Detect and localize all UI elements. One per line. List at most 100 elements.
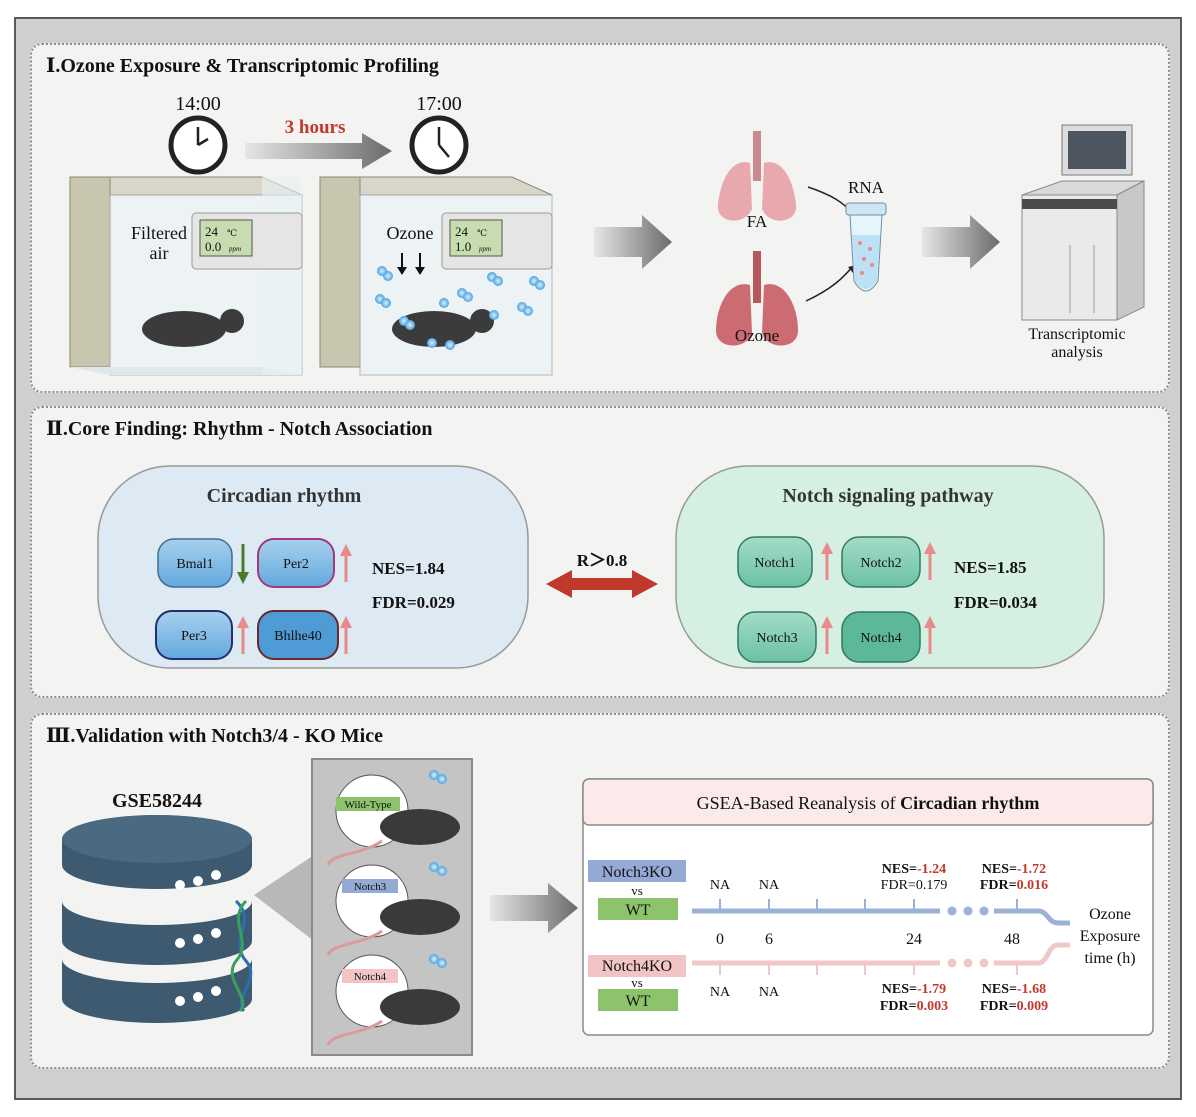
axis-label: Exposure — [1080, 928, 1140, 945]
nes-label: NES=-1.24 — [882, 862, 946, 877]
chamber1-conc-unit: ppm — [228, 245, 241, 253]
notch4ko-vs: vs — [631, 975, 643, 990]
gsea-title: GSEA-Based Reanalysis of Circadian rhyth… — [697, 793, 1040, 813]
rna-tube-icon — [845, 202, 887, 292]
sample-arrow — [807, 186, 853, 214]
time-end: 17:00 — [416, 93, 462, 115]
chamber2-temp: 24 — [455, 224, 469, 239]
correlation-arrow — [546, 570, 658, 598]
lung-ozone-icon — [716, 251, 798, 346]
notch4ko-label: Notch4KO — [602, 958, 672, 975]
notch4-timeline — [692, 942, 1070, 975]
nes-label: NES=-1.72 — [982, 862, 1046, 877]
clock-icon — [168, 115, 228, 175]
down-arrow-icon — [237, 544, 249, 584]
flow-arrow — [490, 883, 578, 933]
gene-label: Notch4 — [860, 631, 901, 646]
axis-label: time (h) — [1084, 950, 1135, 967]
time-arrow — [245, 133, 392, 169]
wt-label: WT — [626, 902, 651, 919]
gene-pill — [257, 538, 335, 588]
lung-fa-label: FA — [747, 212, 768, 231]
fdr-label: FDR=0.179 — [881, 878, 948, 893]
panel-core-finding: Ⅱ.Core Finding: Rhythm - Notch Associati… — [30, 406, 1170, 698]
timepoint-label: 24 — [906, 931, 922, 948]
panel-validation: Ⅲ.Validation with Notch3/4 - KO Mice GSE… — [30, 713, 1170, 1069]
chamber2-label: Ozone — [387, 223, 434, 243]
up-arrow-icon — [340, 544, 352, 582]
mouse-label: Notch3 — [354, 881, 387, 893]
circadian-title: Circadian rhythm — [207, 485, 362, 507]
sequencer-label: analysis — [1051, 344, 1103, 361]
chamber2-temp-unit: ℃ — [477, 228, 487, 238]
panel-validation-title: Ⅲ.Validation with Notch3/4 - KO Mice — [46, 725, 383, 747]
timepoint-label: 0 — [716, 931, 724, 948]
mouse-notch4 — [326, 954, 460, 1046]
notch-nes: NES=1.85 — [954, 558, 1027, 577]
gene-pill — [157, 538, 233, 588]
notch4ko-tag — [588, 955, 686, 977]
sample-arrow — [805, 266, 853, 302]
up-arrow-icon — [924, 616, 936, 654]
gene-label: Notch3 — [756, 631, 797, 646]
gene-pill — [841, 536, 921, 588]
na-label: NA — [710, 878, 731, 893]
mouse-wt — [326, 770, 460, 866]
mouse-label: Wild-Type — [344, 799, 391, 811]
chamber1-temp-unit: ℃ — [227, 228, 237, 238]
mouse-label: Notch4 — [354, 971, 387, 983]
gene-pill — [257, 610, 339, 660]
correlation-label: R＞0.8 — [577, 551, 628, 570]
chamber1-label: Filtered — [131, 223, 187, 243]
notch-fdr: FDR=0.034 — [954, 593, 1037, 612]
up-arrow-icon — [340, 616, 352, 654]
up-arrow-icon — [924, 542, 936, 580]
fdr-label: FDR=0.009 — [980, 999, 1048, 1014]
gene-pill — [155, 610, 233, 660]
circadian-nes: NES=1.84 — [372, 559, 445, 578]
notch3ko-tag — [588, 860, 686, 882]
chamber-filtered-air — [69, 176, 303, 376]
panel-exposure-title: Ⅰ.Ozone Exposure & Transcriptomic Profil… — [46, 55, 439, 77]
lung-ozone-label: Ozone — [735, 326, 779, 345]
nes-label: NES=-1.79 — [882, 982, 946, 997]
nes-label: NES=-1.68 — [982, 982, 1046, 997]
gene-pill — [841, 611, 921, 663]
panel-validation-art: GSE58244 — [62, 758, 1154, 1056]
gene-pill — [737, 611, 817, 663]
na-label: NA — [759, 985, 780, 1000]
gene-label: Notch2 — [860, 556, 901, 571]
chamber2-conc-unit: ppm — [478, 245, 491, 253]
wt-tag — [598, 898, 678, 920]
up-arrow-icon — [821, 616, 833, 654]
sequencer-icon — [1021, 124, 1145, 321]
chamber2-conc: 1.0 — [455, 239, 471, 254]
chamber1-conc: 0.0 — [205, 239, 221, 254]
sequencer-label: Transcriptomic — [1028, 326, 1125, 343]
notch-title: Notch signaling pathway — [782, 485, 993, 507]
flow-arrow — [594, 215, 672, 269]
database-icon — [62, 815, 252, 1023]
chamber1-temp: 24 — [205, 224, 219, 239]
timepoint-label: 6 — [765, 931, 773, 948]
notch3ko-label: Notch3KO — [602, 864, 672, 881]
clock-icon — [409, 115, 469, 175]
dna-icon — [230, 899, 253, 1013]
fdr-label: FDR=0.003 — [880, 999, 948, 1014]
gene-label: Bhlhe40 — [274, 629, 321, 644]
callout — [254, 855, 314, 941]
timepoint-label: 48 — [1004, 931, 1020, 948]
na-label: NA — [759, 878, 780, 893]
up-arrow-icon — [821, 542, 833, 580]
notch3-timeline — [692, 899, 1070, 926]
chamber-ozone — [319, 176, 553, 376]
dataset-label: GSE58244 — [112, 790, 202, 812]
panel-exposure-art: 14:00 17:00 3 hours Filtered air 24 ℃ 0.… — [69, 93, 1145, 376]
mouse-notch3 — [326, 862, 460, 956]
na-label: NA — [710, 985, 731, 1000]
gene-label: Per2 — [283, 557, 309, 572]
wt-tag — [598, 989, 678, 1011]
panel-exposure: Ⅰ.Ozone Exposure & Transcriptomic Profil… — [30, 43, 1170, 393]
axis-label: Ozone — [1089, 906, 1131, 923]
fdr-label: FDR=0.016 — [980, 878, 1048, 893]
